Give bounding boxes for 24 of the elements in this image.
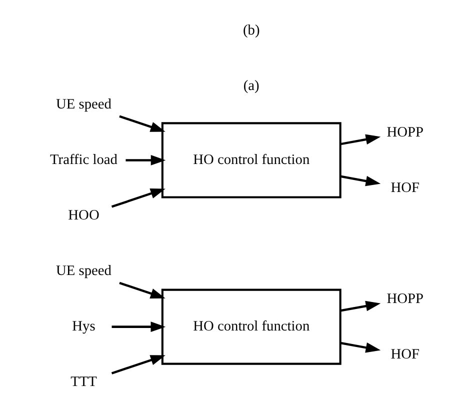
node-text: HOF xyxy=(390,180,420,196)
node-box: HO control function xyxy=(160,288,341,365)
node-text: HOPP xyxy=(386,124,424,140)
node-text: HOPP xyxy=(386,290,424,307)
node-text: HOO xyxy=(68,208,99,224)
arrow xyxy=(340,300,380,312)
arrow xyxy=(111,322,166,332)
arrow xyxy=(125,155,166,166)
node-text: TTT xyxy=(70,374,96,390)
node-text: UE speed xyxy=(56,263,112,280)
arrow xyxy=(118,282,165,299)
node-text: Traffic load xyxy=(50,152,118,168)
arrow xyxy=(110,355,165,374)
arrow xyxy=(118,115,165,132)
node-text: Hys xyxy=(72,318,95,335)
node-box: HO control function xyxy=(160,122,341,198)
label: (a) xyxy=(242,78,259,94)
arrow xyxy=(340,175,380,186)
node-text: HOF xyxy=(390,346,420,362)
arrow xyxy=(340,342,380,353)
arrow xyxy=(110,188,165,208)
node-text: UE speed xyxy=(56,96,112,112)
arrow xyxy=(340,134,380,146)
label: (b) xyxy=(242,22,260,38)
